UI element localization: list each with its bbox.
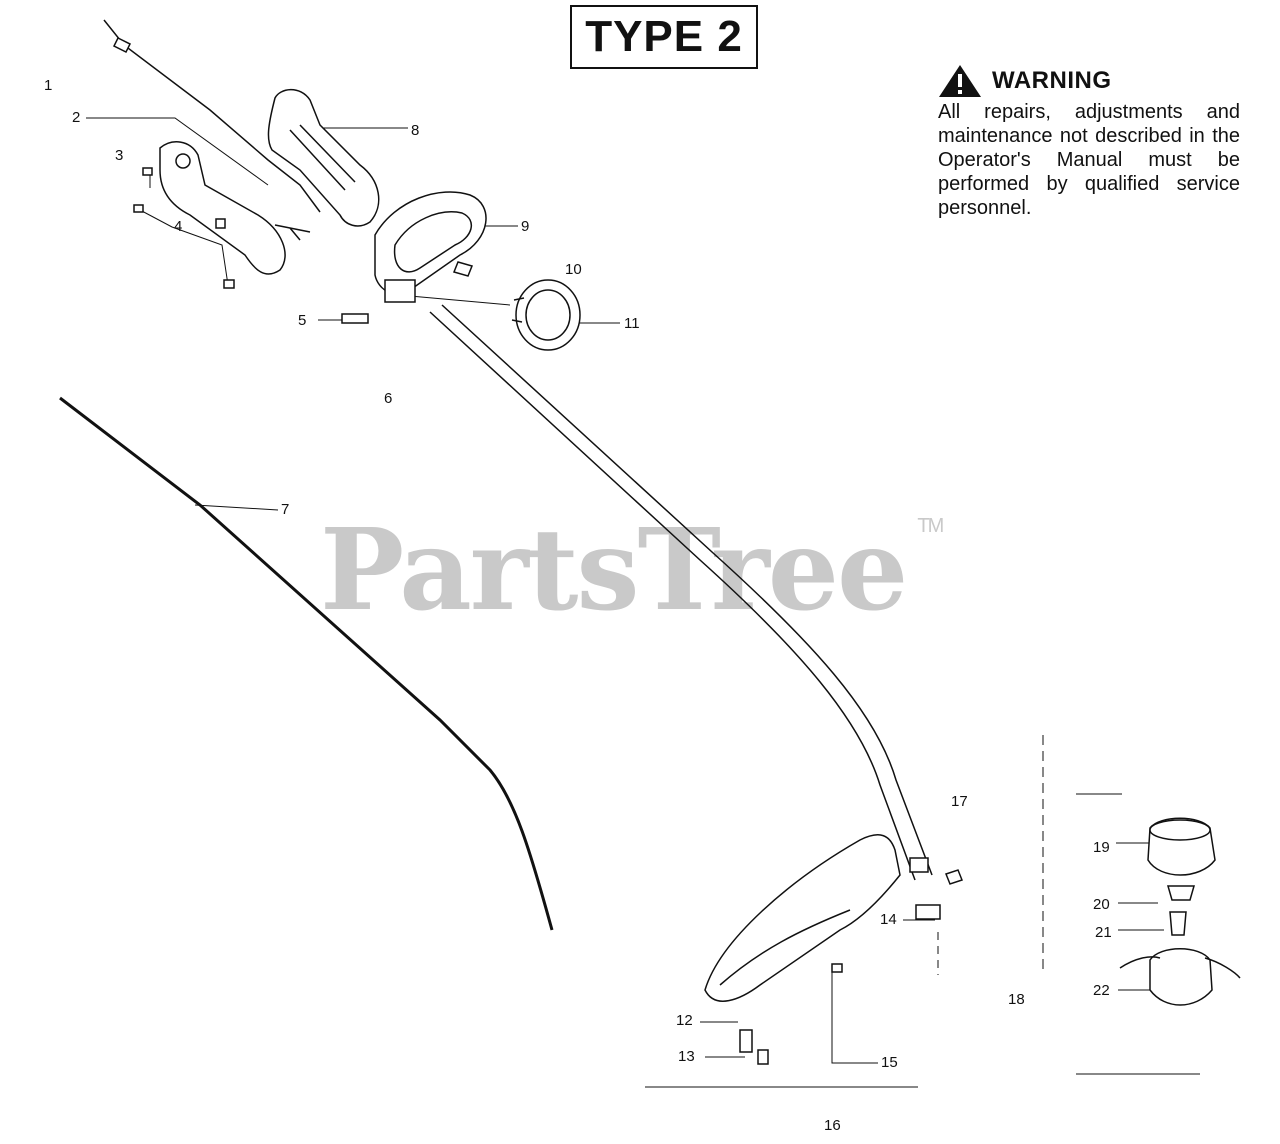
warning-text: All repairs, adjustments and maintenance… [938,101,1240,219]
callout-1: 1 [44,77,53,94]
type-label: TYPE 2 [570,5,758,69]
callout-21: 21 [1095,924,1112,941]
drive-shaft [59,396,554,931]
callout-16: 16 [824,1117,841,1134]
callout-7: 7 [281,501,290,518]
watermark-text: PartsTree [320,505,908,636]
knob [452,261,581,351]
callout-9: 9 [521,218,530,235]
bolt [341,313,369,324]
callout-20: 20 [1093,896,1110,913]
callout-15: 15 [881,1054,898,1071]
callout-13: 13 [678,1048,695,1065]
shaft-housing [429,304,933,881]
handle-half-left [159,141,311,275]
assist-handle [374,191,487,303]
callout-22: 22 [1093,982,1110,999]
warning-block: WARNING All repairs, adjustments and mai… [938,64,1240,220]
warning-header: WARNING [938,64,1240,98]
leader-lines [86,117,1200,1088]
callout-5: 5 [298,312,307,329]
callout-10: 10 [565,261,582,278]
callout-12: 12 [676,1012,693,1029]
warning-triangle-icon [939,65,981,97]
callout-19: 19 [1093,839,1110,856]
handle-half-right [267,88,380,227]
callout-2: 2 [72,109,81,126]
callout-17: 17 [951,793,968,810]
watermark: PartsTree TM [320,505,944,636]
trimmer-head [1119,817,1241,1006]
callout-18: 18 [1008,991,1025,1008]
callout-3: 3 [115,147,124,164]
callout-4: 4 [174,218,183,235]
grass-guard [704,834,963,1065]
screws [133,167,235,289]
callout-6: 6 [384,390,393,407]
callout-11: 11 [624,315,640,332]
callout-8: 8 [411,122,420,139]
warning-title: WARNING [992,67,1112,94]
callout-14: 14 [880,911,897,928]
throttle-cable [103,19,321,213]
watermark-tm: TM [917,515,944,537]
